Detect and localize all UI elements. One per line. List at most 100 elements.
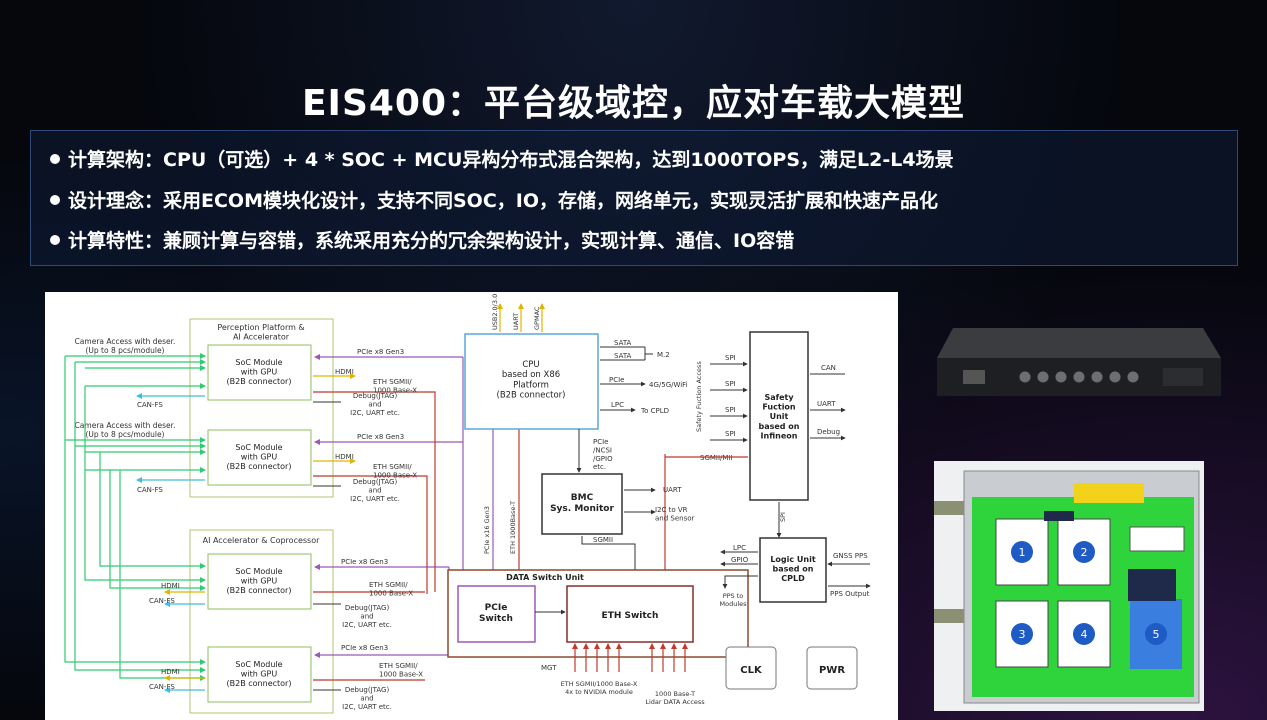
bullet-text: 计算架构：CPU（可选）+ 4 * SOC + MCU异构分布式混合架构，达到1… (68, 149, 954, 171)
safety-uart-label: UART (817, 400, 836, 408)
cpu-gpmac-label: GPMAC (533, 306, 541, 330)
logic-unit-cpld (759, 537, 827, 603)
bullet-compute-features: 计算特性：兼顾计算与容错，系统采用充分的冗余架构设计，实现计算、通信、IO容错 (50, 226, 794, 253)
module-3-marker (1011, 623, 1033, 645)
spi-label-4: SPI (725, 430, 736, 438)
eth-sgmii-label-3: ETH SGMII/1000 Base-X (369, 581, 413, 597)
port-block (963, 370, 985, 384)
pwr-box (806, 646, 858, 690)
device-enclosure-photo (937, 328, 1221, 396)
architecture-diagram-svg: Perception Platform &AI Accelerator AI A… (64, 294, 871, 714)
can-fs-label-1: CAN-FS (137, 401, 163, 409)
hdmi-label-3: HDMI (161, 582, 180, 590)
bullet-design-concept: 设计理念：采用ECOM模块化设计，支持不同SOC，IO，存储，网络单元，实现灵活… (50, 186, 938, 213)
architecture-diagram: Perception Platform &AI Accelerator AI A… (45, 292, 898, 720)
spi-label-3: SPI (725, 406, 736, 414)
features-panel (30, 130, 1238, 266)
bmc-box (541, 473, 623, 535)
safety-debug-label: Debug (817, 428, 840, 436)
module-number-1: 1 (1019, 546, 1026, 559)
bmc-uart-label: UART (663, 486, 682, 494)
module-2-marker (1073, 541, 1095, 563)
safety-function-unit (749, 331, 809, 501)
to-cpld-label: To CPLD (640, 407, 669, 415)
ai-accelerator-group (189, 529, 334, 714)
pcie-label: PCIe (609, 376, 624, 384)
ai-group-title: AI Accelerator & Coprocessor (203, 536, 321, 545)
bullet-compute-architecture: 计算架构：CPU（可选）+ 4 * SOC + MCU异构分布式混合架构，达到1… (50, 145, 954, 172)
sata-label-2: SATA (614, 352, 632, 360)
pcb-board-svg: 1 2 3 4 5 (934, 470, 1200, 704)
pcie-switch-box (457, 585, 536, 643)
hdmi-label-4: HDMI (161, 668, 180, 676)
clk-box (725, 646, 777, 690)
eth-lines (313, 391, 668, 681)
pcie-gen3-label-2: PCIe x8 Gen3 (357, 433, 404, 441)
can-fs-label-2: CAN-FS (137, 486, 163, 494)
pcie-gen3-label-3: PCIe x8 Gen3 (341, 558, 388, 566)
module-5-marker (1145, 623, 1167, 645)
pwr-label: PWR (819, 665, 845, 676)
safety-access-label: Safety Fuction Access (695, 361, 703, 432)
spi-label-2: SPI (725, 380, 736, 388)
can-fs-label-4: CAN-FS (149, 683, 175, 691)
wifi-label: 4G/5G/WiFi (649, 381, 688, 389)
sata-label-1: SATA (614, 339, 632, 347)
soc-module-1 (207, 344, 312, 401)
eth-switch-label: ETH Switch (602, 611, 659, 621)
cpu-box (464, 333, 599, 430)
lpc-label: LPC (611, 401, 624, 409)
m2-label: M.2 (657, 351, 670, 359)
perception-platform-group (189, 318, 334, 498)
can-label: CAN (821, 364, 836, 372)
can-fs-label-3: CAN-FS (149, 597, 175, 605)
eth-bottom-lines (572, 643, 688, 672)
gpio-label: GPIO (731, 556, 749, 564)
spi-vertical-label: SPI (779, 512, 787, 522)
camera-access-1-label: Camera Access with deser.(Up to 8 pcs/mo… (75, 337, 176, 355)
sgmii-mii-label: SGMII/MII (700, 454, 733, 462)
eth-sgmii-label-2: ETH SGMII/1000 Base-X (373, 463, 417, 479)
eth-1000-label: ETH 1000Base-T (509, 501, 517, 554)
gnss-label: GNSS PPS (833, 552, 868, 560)
module-number-4: 4 (1081, 628, 1088, 641)
bullet-dot-icon (50, 195, 60, 205)
perception-group-title: Perception Platform &AI Accelerator (217, 323, 304, 342)
module-4-marker (1073, 623, 1095, 645)
soc-module-4 (207, 646, 312, 703)
pcb-board-photo: 1 2 3 4 5 (934, 461, 1204, 711)
module-number-3: 3 (1019, 628, 1026, 641)
soc-module-3 (207, 553, 312, 610)
camera-lines (64, 353, 206, 681)
module-1-marker (1011, 541, 1033, 563)
clk-label: CLK (740, 665, 763, 676)
logic-lpc-label: LPC (733, 544, 746, 552)
camera-access-2-label: Camera Access with deser.(Up to 8 pcs/mo… (75, 421, 176, 439)
slide-title: EIS400：平台级域控，应对车载大模型 (301, 83, 966, 124)
pps-output-label: PPS Output (830, 590, 870, 598)
pcie-x16-label: PCIe x16 Gen3 (483, 506, 491, 554)
connector-row (1018, 370, 1140, 384)
spi-label-1: SPI (725, 354, 736, 362)
data-switch-title: DATA Switch Unit (506, 573, 584, 582)
pcie-gen3-label-4: PCIe x8 Gen3 (341, 644, 388, 652)
bullet-dot-icon (50, 235, 60, 245)
soc-module-2 (207, 429, 312, 486)
mgt-label: MGT (541, 664, 557, 672)
sgmii-label: SGMII (593, 536, 613, 544)
